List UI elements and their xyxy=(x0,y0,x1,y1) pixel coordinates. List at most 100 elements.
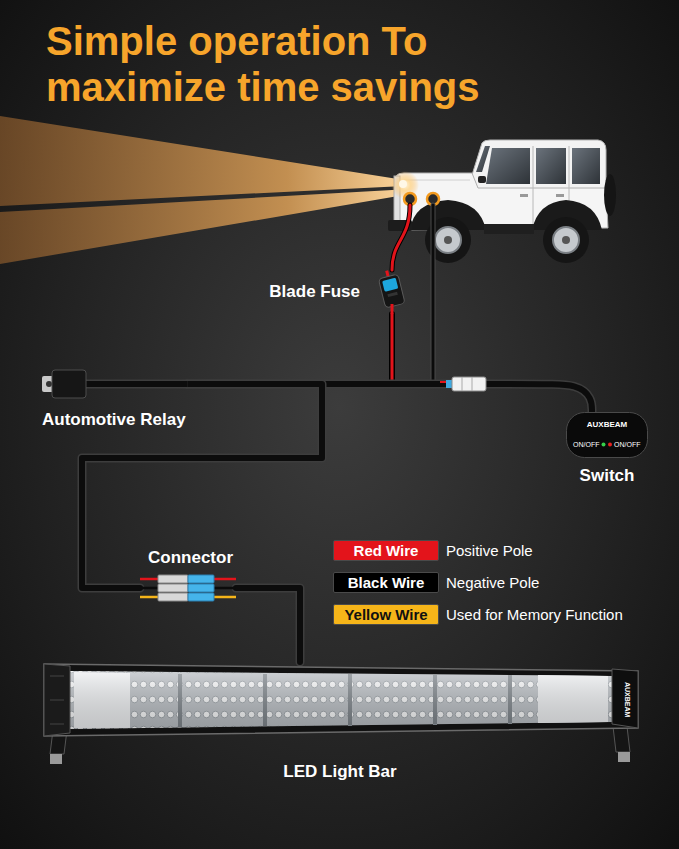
blade-fuse-icon xyxy=(377,268,405,308)
connector-icon xyxy=(214,596,236,599)
legend-description: Used for Memory Function xyxy=(446,604,623,625)
led-light-bar: AUXBEAM LED Light Bar xyxy=(40,662,640,786)
headlight-beam xyxy=(0,116,410,264)
jeep xyxy=(562,236,570,244)
jeep xyxy=(476,146,490,172)
led-light-bar-icon xyxy=(50,676,64,677)
part-label: Switch xyxy=(566,466,648,486)
connector-icon xyxy=(158,575,188,583)
harness-plug xyxy=(452,377,486,391)
connector-icon xyxy=(140,596,159,599)
jeep xyxy=(520,194,528,197)
led-light-bar-icon xyxy=(50,724,64,725)
harness-plug xyxy=(440,377,486,391)
battery-wire xyxy=(392,205,410,270)
led-light-bar-icon xyxy=(618,752,630,762)
switch-icon xyxy=(602,443,606,447)
part-text: AUXBEAM xyxy=(566,420,648,430)
blade-fuse: Blade Fuse xyxy=(269,270,412,314)
led-light-bar-icon xyxy=(40,662,640,766)
jeep xyxy=(472,140,606,190)
harness-plug xyxy=(462,377,463,391)
automotive-relay-icon xyxy=(84,381,188,387)
jeep xyxy=(533,146,534,228)
harness-plug xyxy=(440,381,447,383)
harness-plug xyxy=(472,377,473,391)
jeep xyxy=(484,224,534,234)
connector-icon xyxy=(214,587,236,590)
switch-icon xyxy=(608,443,612,447)
title: Simple operation To maximize time saving… xyxy=(46,18,586,110)
led-light-bar-icon xyxy=(50,754,62,764)
jeep xyxy=(478,176,486,183)
connector-icon xyxy=(158,593,188,601)
legend-swatch: Black Wire xyxy=(333,572,439,593)
jeep xyxy=(536,148,566,184)
wire-outline xyxy=(188,314,392,384)
blade-fuse-icon xyxy=(382,278,398,292)
connector-icon xyxy=(188,584,214,592)
automotive-relay: Automotive Relay xyxy=(40,368,188,432)
part-label: LED Light Bar xyxy=(40,762,640,782)
blade-fuse-icon xyxy=(378,274,405,308)
jeep xyxy=(604,174,616,216)
connector-icon xyxy=(188,593,214,601)
switch: AUXBEAM ON/OFF ON/OFF Switch xyxy=(566,412,648,488)
connector-icon xyxy=(140,587,159,590)
jeep xyxy=(486,148,530,184)
part-label: Connector xyxy=(148,548,233,568)
led-light-bar-icon xyxy=(70,671,612,729)
battery-wire xyxy=(432,205,435,384)
led-light-bar-icon xyxy=(70,671,612,729)
part-text: ON/OFF xyxy=(573,440,599,449)
legend-swatch: Red Wire xyxy=(333,540,439,561)
wire xyxy=(236,588,300,662)
part-label: Blade Fuse xyxy=(269,282,360,302)
jeep xyxy=(553,227,579,253)
blade-fuse-icon xyxy=(387,292,397,297)
automotive-relay-icon xyxy=(46,381,52,387)
automotive-relay-icon xyxy=(40,368,188,402)
led-light-bar-icon xyxy=(44,664,638,736)
wire-connector xyxy=(188,314,392,384)
led-light-bar-icon xyxy=(44,664,70,736)
connector-icon xyxy=(158,584,188,592)
jeep xyxy=(572,148,600,184)
automotive-relay-icon xyxy=(84,380,188,389)
legend-description: Positive Pole xyxy=(446,540,533,561)
legend-description: Negative Pole xyxy=(446,572,539,593)
jeep xyxy=(444,236,452,244)
jeep xyxy=(388,140,616,263)
wire-connector xyxy=(236,588,300,662)
automotive-relay-icon xyxy=(52,370,86,398)
led-light-bar-icon xyxy=(50,700,64,701)
connector: Connector xyxy=(140,548,236,602)
led-light-bar-icon xyxy=(612,669,638,728)
legend-text: Black Wire xyxy=(334,573,438,592)
blade-fuse-icon xyxy=(391,304,394,314)
legend-text: Yellow Wire xyxy=(334,605,438,624)
part-label: Automotive Relay xyxy=(42,410,186,430)
switch-icon xyxy=(566,412,648,458)
connector-icon xyxy=(214,578,236,581)
connector-icon xyxy=(140,574,236,602)
connector-icon xyxy=(140,578,159,581)
headlight-beam xyxy=(0,189,410,264)
battery-wire xyxy=(392,205,410,270)
headlight-beam xyxy=(0,116,404,206)
part-text: AUXBEAM xyxy=(623,682,631,717)
wire xyxy=(188,314,392,384)
blade-fuse-icon xyxy=(372,270,412,314)
jeep xyxy=(556,194,564,197)
legend-swatch: Yellow Wire xyxy=(333,604,439,625)
switch-icon xyxy=(567,413,648,458)
part-text: ON/OFF xyxy=(614,440,640,449)
legend-text: Red Wire xyxy=(334,541,438,560)
connector-icon xyxy=(188,575,214,583)
battery-wire xyxy=(431,205,436,384)
jeep xyxy=(543,217,589,263)
jeep xyxy=(399,180,407,188)
jeep xyxy=(435,227,461,253)
wire-outline xyxy=(236,588,300,662)
